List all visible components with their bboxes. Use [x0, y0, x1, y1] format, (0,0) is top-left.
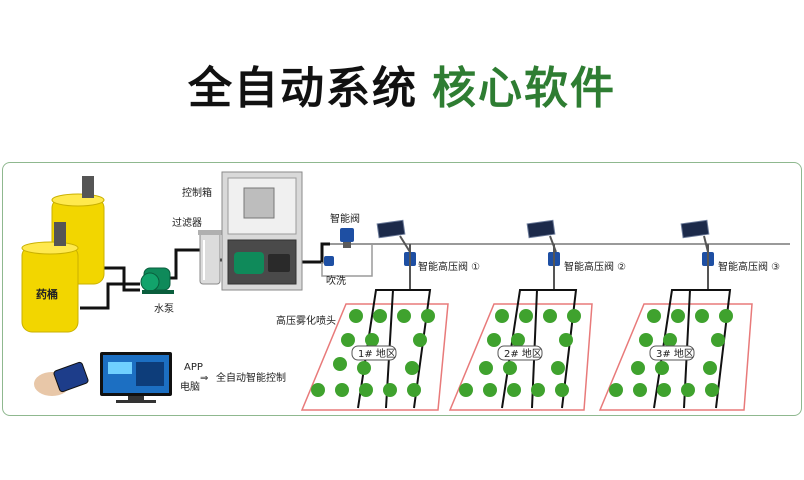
app-label: APP [184, 362, 203, 373]
tank-back [51, 176, 105, 285]
solar-panel [526, 219, 557, 253]
zone-label: 3# 地区 [656, 347, 694, 360]
tree-cluster [609, 309, 733, 397]
zone-valve-label: 智能高压阀 ① [418, 260, 480, 273]
computer-monitor [100, 352, 172, 403]
filter-label: 过滤器 [172, 216, 202, 229]
pipe-tank2-pump [80, 282, 140, 310]
page-title: 全自动系统核心软件 [0, 52, 804, 116]
title-main: 全自动系统 [188, 63, 418, 114]
pipe-pump-filter [170, 248, 200, 280]
water-pump [140, 267, 174, 294]
zone-valve-label: 智能高压阀 ③ [718, 260, 780, 273]
blow-wash-label: 吹洗 [326, 274, 346, 287]
pump-label: 水泵 [154, 303, 174, 315]
zone-label: 2# 地区 [504, 347, 542, 360]
tree-cluster [311, 309, 435, 397]
filter [198, 230, 222, 285]
tank-label: 药桶 [36, 287, 58, 301]
solar-panel [680, 219, 710, 253]
smart-valve-label: 智能阀 [330, 212, 360, 225]
zone-3: 智能高压阀 ③ 3# 地区 [598, 219, 780, 411]
zone-1: 智能高压阀 ① 1# 地区 [300, 219, 480, 411]
pipe-tank1-pump [100, 266, 140, 292]
phone-hand [34, 361, 89, 396]
pipe-box-out [300, 242, 330, 264]
control-box-label: 控制箱 [182, 186, 212, 199]
zone-label: 1# 地区 [358, 347, 396, 360]
control-box [221, 171, 303, 291]
zone-valve-label: 智能高压阀 ② [564, 260, 626, 273]
solar-panel [376, 219, 411, 253]
blow-wash-valve [324, 256, 334, 266]
blow-wash-line [321, 244, 373, 277]
zone-2: 智能高压阀 ② 2# 地区 [448, 219, 626, 411]
tree-cluster [459, 309, 581, 397]
auto-control-label: 全自动智能控制 [216, 371, 286, 384]
spray-head-label: 高压雾化喷头 [276, 314, 336, 327]
title-highlight: 核心软件 [432, 63, 616, 114]
computer-label: 电脑 [180, 380, 200, 393]
arrow-icon: ⇒ [200, 373, 208, 384]
smart-valve [340, 228, 354, 248]
tank-front [21, 222, 79, 333]
